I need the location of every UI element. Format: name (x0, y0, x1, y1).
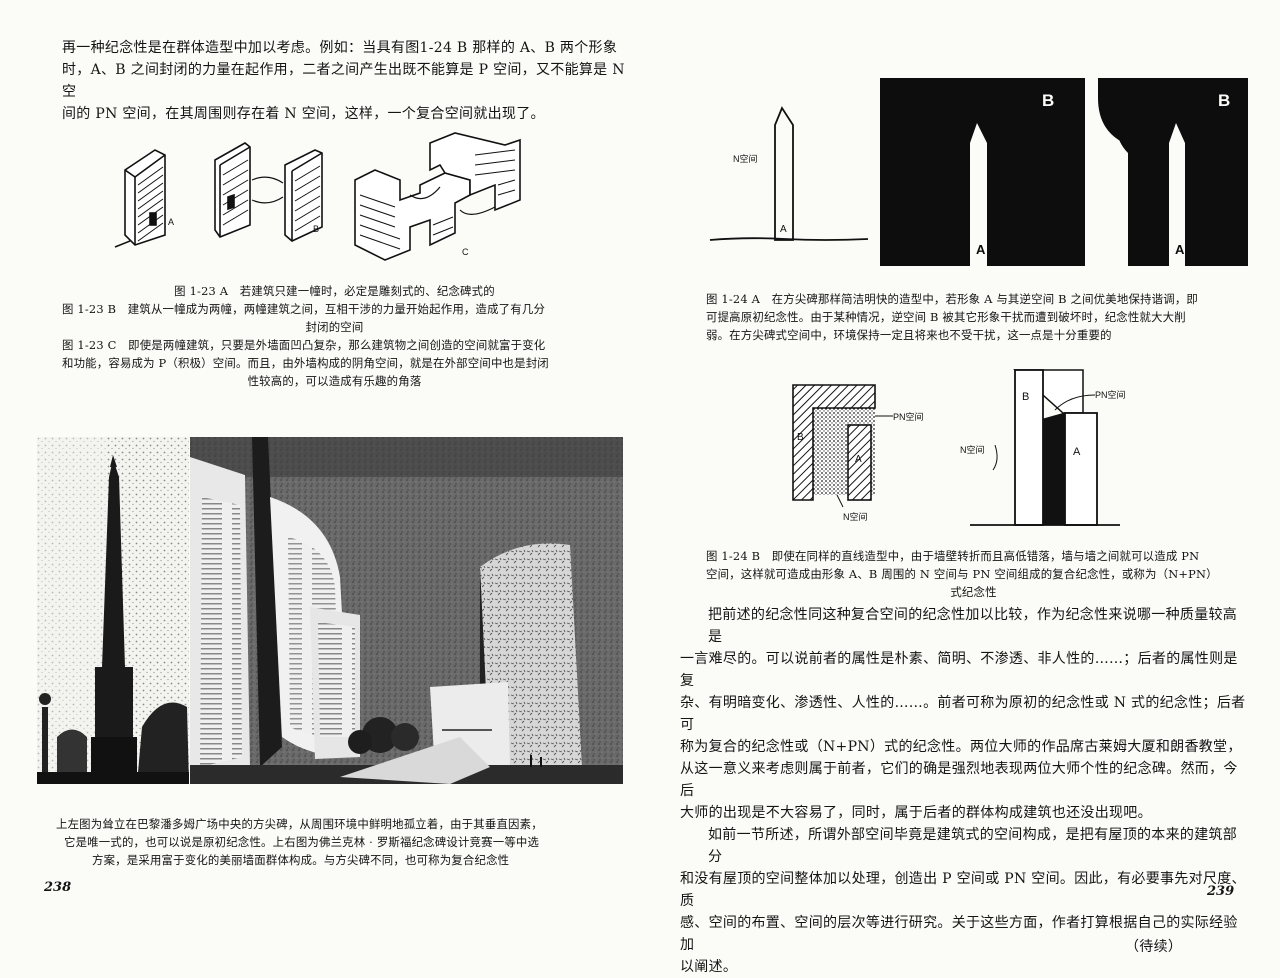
caption-line: 图 1-24 B 即使在同样的直线造型中，由于墙壁转折而且高低错落，墙与墙之间就… (706, 549, 1200, 563)
right-body-text: 把前述的纪念性同这种复合空间的纪念性加以比较，作为纪念性来说哪一种质量较高是 一… (680, 604, 1250, 978)
label-a: A (168, 217, 174, 227)
text-line: 大师的出现是不大容易了，同时，属于后者的群体构成建筑也还没出现吧。 (680, 805, 1152, 821)
text-line: 以阐述。 (680, 959, 738, 975)
photo-captions: 上左图为耸立在巴黎潘多姆广场中央的方尖碑，从周围环境中鲜明地孤立着，由于其垂直因… (56, 815, 616, 869)
caption-line: 可提高原初纪念性。由于某种情况，逆空间 B 被其它形象干扰而遭到破坏时，纪念性就… (706, 310, 1186, 324)
caption-line: 图 1-23 A 若建筑只建一幢时，必定是雕刻式的、纪念碑式的 (174, 284, 495, 298)
pn-space-label: PN空间 (893, 411, 924, 422)
shape-a-label: A (855, 454, 862, 465)
caption-line: 性较高的，可以造成有乐趣的角落 (247, 374, 422, 388)
caption-line: 和功能，容易成为 P（积极）空间。而且，由外墙构成的阴角空间，就是在外部空间中也… (62, 356, 549, 370)
caption-line: 它是唯一式的，也可以说是原初纪念性。上右图为佛兰克林 · 罗斯福纪念碑设计竞赛一… (64, 835, 540, 849)
figure-1-23-drawings: A B C (114, 132, 521, 261)
shape-a-label: A (1175, 242, 1185, 257)
shape-a-label: A (1073, 446, 1081, 458)
left-page-number: 238 (44, 880, 72, 895)
caption-line: 图 1-24 A 在方尖碑那样简洁明快的造型中，若形象 A 与其逆空间 B 之间… (706, 292, 1199, 306)
figure-1-23-captions: 图 1-23 A 若建筑只建一幢时，必定是雕刻式的、纪念碑式的 图 1-23 B… (62, 282, 607, 390)
obelisk-photo (37, 437, 189, 784)
caption-line: 式纪念性 (950, 585, 997, 599)
continued-note: （待续） (1125, 939, 1183, 955)
caption-line: 封闭的空间 (305, 320, 364, 334)
text-line: 和没有屋顶的空间整体加以处理，创造出 P 空间或 PN 空间。因此，有必要事先对… (680, 871, 1246, 909)
text-line: 再一种纪念性是在群体造型中加以考虑。例如：当具有图1-24 B 那样的 A、B … (62, 40, 618, 56)
building-a-drawing (114, 149, 166, 248)
text-line: 时，A、B 之间封闭的力量在起作用，二者之间产生出既不能算是 P 空间，又不能算… (62, 62, 625, 100)
figure-1-24a-black-intact: B A (880, 78, 1085, 266)
shape-a-label: A (780, 224, 787, 235)
label-c: C (462, 247, 469, 257)
text-line: 一言难尽的。可以说前者的属性是朴素、简明、不渗透、非人性的……；后者的属性则是复 (680, 651, 1238, 689)
shape-b-label: B (1022, 391, 1029, 403)
figure-1-24a-outline: N空间 A (709, 106, 869, 241)
text-line: 间的 PN 空间，在其周围则存在着 N 空间，这样，一个复合空间就出现了。 (62, 106, 545, 122)
caption-line: 方案，是采用富于变化的美丽墙面群体构成。与方尖碑不同，也可称为复合纪念性 (92, 853, 510, 867)
caption-line: 上左图为耸立在巴黎潘多姆广场中央的方尖碑，从周围环境中鲜明地孤立着，由于其垂直因… (56, 817, 543, 831)
building-c-drawing (354, 132, 521, 261)
figure-1-24a-black-disturbed: B A (1098, 78, 1248, 266)
building-b-drawing (214, 142, 323, 242)
left-intro-paragraph: 再一种纪念性是在群体造型中加以考虑。例如：当具有图1-24 B 那样的 A、B … (62, 37, 637, 125)
caption-line: 图 1-23 C 即使是两幢建筑，只要是外墙面凹凸复杂，那么建筑物之间创造的空间… (62, 338, 546, 352)
figure-1-24b-caption: 图 1-24 B 即使在同样的直线造型中，由于墙壁转折而且高低错落，墙与墙之间就… (706, 547, 1241, 601)
figure-1-24b-elevation: PN空间 N空间 B A (960, 369, 1126, 526)
pn-space-label: PN空间 (1095, 389, 1126, 400)
n-space-label: N空间 (843, 511, 868, 522)
caption-line: 图 1-23 B 建筑从一幢成为两幢，两幢建筑之间，互相干涉的力量开始起作用，造… (62, 302, 546, 316)
shape-b-label: B (1042, 91, 1054, 110)
text-line: 从这一意义来考虑则属于前者，它们的确是强烈地表现两位大师个性的纪念碑。然而，今后 (680, 761, 1238, 799)
n-space-label: N空间 (733, 153, 758, 164)
figure-1-24b-plan: PN空间 B A N空间 (792, 384, 924, 522)
n-space-label: N空间 (960, 444, 985, 455)
caption-line: 弱。在方尖碑式空间中，环境保持一定且将来也不受干扰，这一点是十分重要的 (706, 328, 1112, 342)
text-line: 把前述的纪念性同这种复合空间的纪念性加以比较，作为纪念性来说哪一种质量较高是 (708, 607, 1238, 645)
label-b: B (313, 224, 319, 234)
fdr-memorial-photo (190, 437, 623, 784)
text-line: 称为复合的纪念性或（N+PN）式的纪念性。两位大师的作品席古莱姆大厦和朗香教堂， (680, 739, 1242, 755)
right-page-number: 239 (1207, 884, 1235, 899)
shape-b-label: B (797, 432, 804, 443)
figure-1-24a-caption: 图 1-24 A 在方尖碑那样简洁明快的造型中，若形象 A 与其逆空间 B 之间… (706, 290, 1241, 344)
caption-line: 空间，这样就可造成由形象 A、B 周围的 N 空间与 PN 空间组成的复合纪念性… (706, 567, 1218, 581)
text-line: 如前一节所述，所谓外部空间毕竟是建筑式的空间构成，是把有屋顶的本来的建筑部分 (708, 827, 1238, 865)
shape-b-label: B (1218, 91, 1230, 110)
text-line: 杂、有明暗变化、渗透性、人性的……。前者可称为原初的纪念性或 N 式的纪念性；后… (680, 695, 1246, 733)
shape-a-label: A (976, 242, 986, 257)
